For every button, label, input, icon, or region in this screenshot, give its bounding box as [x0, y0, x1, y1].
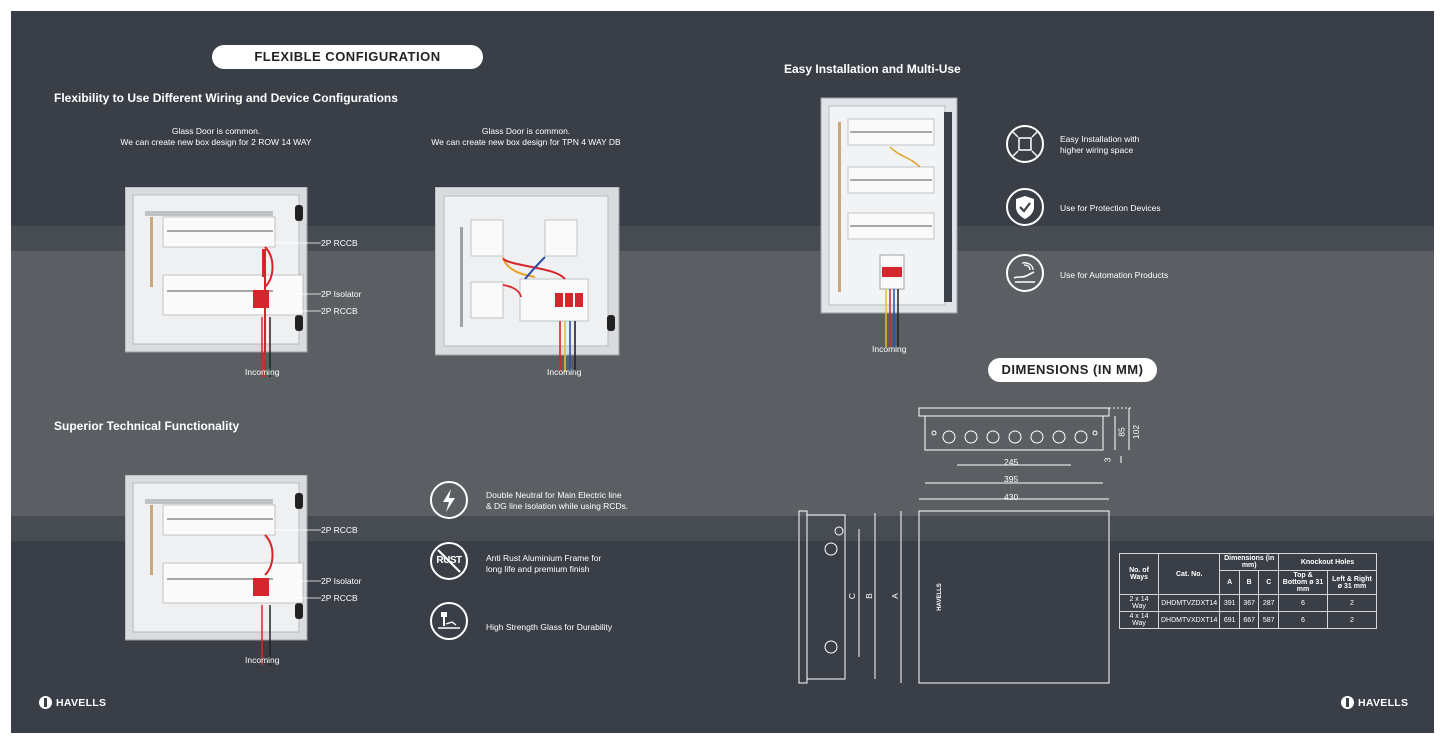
box-a-label-rccb-bottom: 2P RCCB	[321, 306, 358, 316]
easy-installation-heading: Easy Installation and Multi-Use	[784, 62, 961, 76]
feature-automation-line1: Use for Automation Products	[1060, 270, 1169, 280]
cell-b: 667	[1238, 611, 1260, 629]
feature-easy-installation-line2: higher wiring space	[1060, 145, 1134, 155]
cell-c: 587	[1258, 611, 1279, 629]
brochure-page: FLEXIBLE CONFIGURATION Flexibility to Us…	[11, 11, 1434, 733]
flexibility-heading: Flexibility to Use Different Wiring and …	[54, 91, 398, 105]
table-row: 4 x 14 Way DHDMTVXDXT14 691 667 587 6 2	[1119, 611, 1377, 629]
havells-mark-icon	[39, 696, 52, 709]
table-row: 2 x 14 Way DHDMTVZDXT14 391 367 287 6 2	[1119, 594, 1377, 612]
dim-label-c: C	[847, 592, 858, 600]
box-c-label-isolator: 2P Isolator	[321, 576, 362, 586]
caption-b-line1: Glass Door is common.	[481, 126, 571, 136]
feature-anti-rust: Anti Rust Aluminium Frame for long life …	[486, 553, 601, 575]
dim-label-102: 102	[1131, 424, 1142, 440]
glass-hammer-icon	[430, 602, 468, 640]
caption-a-line2: We can create new box design for 2 ROW 1…	[120, 137, 312, 147]
box-c-label-rccb-bottom: 2P RCCB	[321, 593, 358, 603]
cell-a: 691	[1219, 611, 1240, 629]
feature-anti-rust-line1: Anti Rust Aluminium Frame for	[486, 553, 602, 563]
dimensions-table: No. of Ways Cat. No. Dimensions (in mm) …	[1119, 553, 1377, 629]
dim-label-430: 430	[1004, 492, 1019, 502]
cell-c: 287	[1258, 594, 1279, 612]
lightning-icon	[430, 481, 468, 519]
box-a-label-rccb-top: 2P RCCB	[321, 238, 358, 248]
box-a-label-isolator: 2P Isolator	[321, 289, 362, 299]
caption-box-b: Glass Door is common. We can create new …	[416, 126, 636, 148]
flexible-configuration-pill: FLEXIBLE CONFIGURATION	[212, 45, 483, 69]
feature-glass-line1: High Strength Glass for Durability	[486, 622, 613, 632]
distribution-box-2row-image	[125, 187, 308, 377]
rust-icon: RUST	[430, 542, 468, 580]
caption-a-line1: Glass Door is common.	[171, 126, 261, 136]
cell-lr: 2	[1327, 594, 1377, 612]
th-top-bottom: Top & Bottom ø 31 mm	[1278, 570, 1328, 595]
havells-logo-right: HAVELLS	[1341, 696, 1408, 709]
feature-protection-line1: Use for Protection Devices	[1060, 203, 1161, 213]
caption-b-line2: We can create new box design for TPN 4 W…	[431, 137, 621, 147]
distribution-box-technical-image	[125, 475, 308, 665]
cell-cat: DHDMTVZDXT14	[1157, 594, 1221, 612]
cell-b: 367	[1238, 594, 1260, 612]
th-a: A	[1219, 570, 1240, 595]
th-c: C	[1258, 570, 1279, 595]
superior-technical-heading: Superior Technical Functionality	[54, 419, 240, 433]
cell-a: 391	[1219, 594, 1240, 612]
caption-box-a: Glass Door is common. We can create new …	[106, 126, 326, 148]
door-brand-text: HAVELLS	[936, 583, 943, 611]
dim-label-a: A	[889, 593, 900, 599]
th-left-right: Left & Right ø 31 mm	[1327, 570, 1377, 595]
dimensions-pill: DIMENSIONS (IN MM)	[988, 358, 1157, 382]
feature-easy-installation: Easy Installation with higher wiring spa…	[1060, 134, 1139, 156]
box-a-label-incoming: Incoming	[245, 367, 280, 377]
havells-logo-left-text: HAVELLS	[56, 696, 107, 709]
dimension-drawing	[798, 407, 1133, 684]
feature-protection-devices: Use for Protection Devices	[1060, 203, 1161, 214]
feature-easy-installation-line1: Easy Installation with	[1060, 134, 1140, 144]
automation-hand-icon	[1006, 254, 1044, 292]
box-c-label-rccb-top: 2P RCCB	[321, 525, 358, 535]
havells-logo-left: HAVELLS	[39, 696, 106, 709]
cell-tb: 6	[1278, 594, 1328, 612]
dim-label-b: B	[863, 593, 874, 599]
box-b-label-incoming: Incoming	[547, 367, 582, 377]
box-c-leader-lines	[271, 529, 321, 599]
multi-row-panel-image	[820, 97, 958, 347]
expand-box-icon	[1006, 125, 1044, 163]
distribution-box-tpn-image	[435, 187, 620, 372]
feature-double-neutral-line1: Double Neutral for Main Electric line	[486, 490, 622, 500]
box-c-label-incoming: Incoming	[245, 655, 280, 665]
feature-high-strength-glass: High Strength Glass for Durability	[486, 622, 612, 633]
cell-tb: 6	[1278, 611, 1328, 629]
cell-lr: 2	[1327, 611, 1377, 629]
feature-automation-products: Use for Automation Products	[1060, 270, 1168, 281]
cell-ways: 2 x 14 Way	[1119, 594, 1159, 612]
th-knockout: Knockout Holes	[1278, 553, 1377, 571]
feature-anti-rust-line2: long life and premium finish	[486, 564, 590, 574]
panel-label-incoming: Incoming	[872, 344, 907, 354]
shield-check-icon	[1006, 188, 1044, 226]
havells-mark-icon	[1341, 696, 1354, 709]
havells-logo-right-text: HAVELLS	[1358, 696, 1409, 709]
dim-label-85: 85	[1116, 427, 1127, 437]
feature-double-neutral-line2: & DG line Isolation while using RCDs.	[486, 501, 629, 511]
dim-label-3: 3	[1102, 457, 1113, 463]
th-ways: No. of Ways	[1119, 553, 1159, 595]
th-dims: Dimensions (in mm)	[1219, 553, 1279, 571]
dim-label-395: 395	[1004, 474, 1019, 484]
th-b: B	[1238, 570, 1260, 595]
box-a-leader-lines	[271, 242, 321, 312]
cell-cat: DHDMTVXDXT14	[1157, 611, 1221, 629]
th-cat: Cat. No.	[1157, 553, 1221, 595]
feature-double-neutral: Double Neutral for Main Electric line & …	[486, 490, 628, 512]
cell-ways: 4 x 14 Way	[1119, 611, 1159, 629]
dim-label-245: 245	[1004, 457, 1019, 467]
